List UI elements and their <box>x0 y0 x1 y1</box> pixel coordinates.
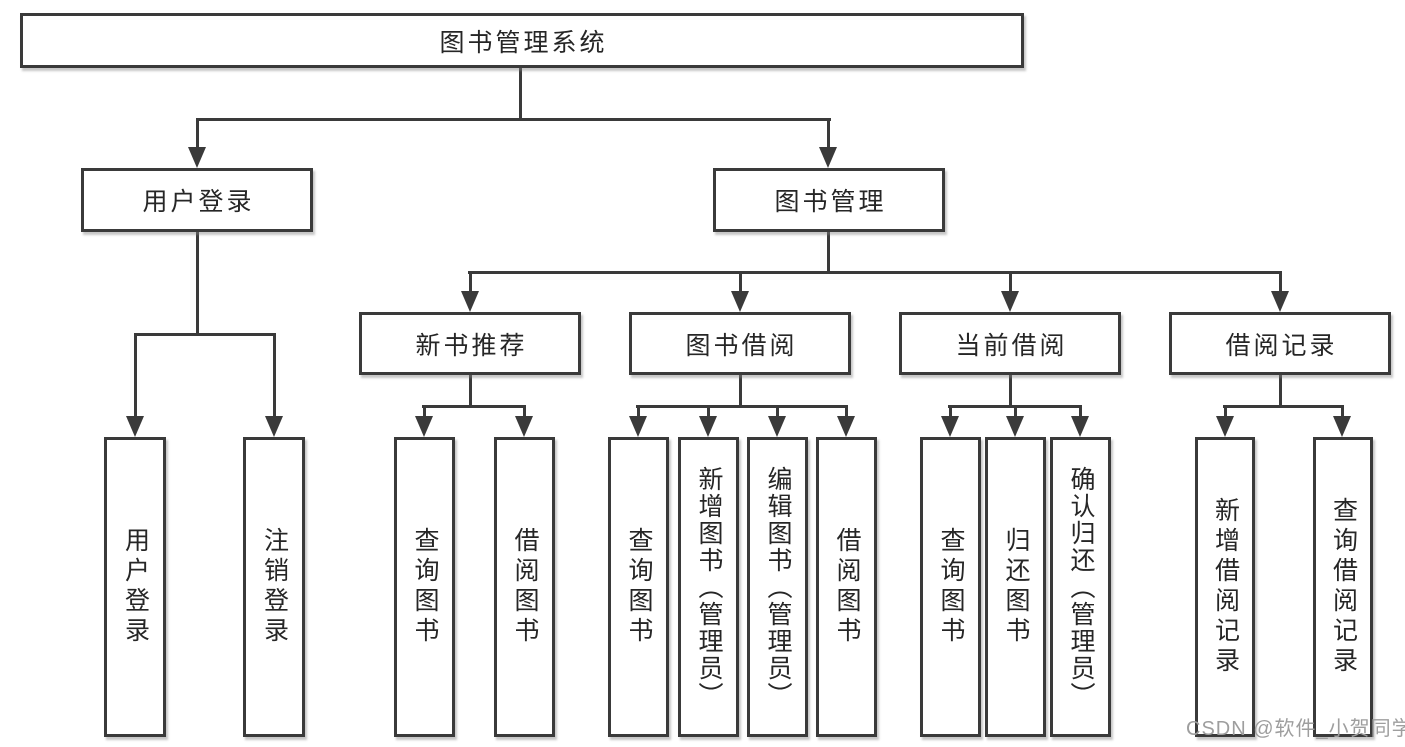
arrow-down-icon <box>731 291 749 312</box>
arrow-down-icon <box>415 416 433 437</box>
node-book-borrow: 图书借阅 <box>629 312 851 375</box>
arrow-down-icon <box>515 416 533 437</box>
node-book-management: 图书管理 <box>713 168 945 232</box>
connector-line <box>134 333 276 336</box>
connector-line <box>1224 405 1227 418</box>
arrow-down-icon <box>768 416 786 437</box>
connector-line <box>468 271 1282 274</box>
connector-line <box>845 405 848 418</box>
node-root: 图书管理系统 <box>20 13 1024 68</box>
leaf-nb-borrow-books: 借阅图书 <box>494 437 555 737</box>
arrow-down-icon <box>188 147 206 168</box>
connector-line <box>1279 375 1282 408</box>
leaf-cb-return-books: 归还图书 <box>985 437 1046 737</box>
connector-line <box>469 271 472 294</box>
connector-line <box>423 405 426 418</box>
leaf-bb-add-books: 新增图书（管理员） <box>678 437 739 737</box>
connector-line <box>1009 271 1012 294</box>
leaf-user-login: 用户登录 <box>104 437 166 737</box>
leaf-nb-query-books: 查询图书 <box>394 437 455 737</box>
connector-line <box>519 68 522 121</box>
connector-line <box>1341 405 1344 418</box>
connector-line <box>1009 375 1012 408</box>
arrow-down-icon <box>1001 291 1019 312</box>
arrow-down-icon <box>1333 416 1351 437</box>
arrow-down-icon <box>941 416 959 437</box>
leaf-br-add-record: 新增借阅记录 <box>1195 437 1255 737</box>
connector-line <box>523 405 526 418</box>
arrow-down-icon <box>126 416 144 437</box>
arrow-down-icon <box>699 416 717 437</box>
leaf-bb-borrow-books: 借阅图书 <box>816 437 877 737</box>
node-user-login: 用户登录 <box>81 168 313 232</box>
connector-line <box>949 405 952 418</box>
connector-line <box>196 232 199 336</box>
node-current-borrow: 当前借阅 <box>899 312 1121 375</box>
arrow-down-icon <box>629 416 647 437</box>
arrow-down-icon <box>837 416 855 437</box>
connector-line <box>1279 271 1282 294</box>
connector-line <box>196 118 831 121</box>
node-borrow-records: 借阅记录 <box>1169 312 1391 375</box>
connector-line <box>707 405 710 418</box>
arrow-down-icon <box>1271 291 1289 312</box>
arrow-down-icon <box>819 147 837 168</box>
watermark: CSDN @软件_小贺同学 <box>1186 718 1405 740</box>
arrow-down-icon <box>1006 416 1024 437</box>
leaf-cb-confirm-return: 确认归还（管理员） <box>1050 437 1111 737</box>
arrow-down-icon <box>1216 416 1234 437</box>
connector-line <box>1079 405 1082 418</box>
connector-line <box>776 405 779 418</box>
connector-line <box>827 118 830 150</box>
arrow-down-icon <box>265 416 283 437</box>
connector-line <box>1014 405 1017 418</box>
leaf-bb-query-books: 查询图书 <box>608 437 669 737</box>
connector-line <box>739 271 742 294</box>
connector-line <box>739 375 742 408</box>
connector-line <box>422 405 526 408</box>
arrow-down-icon <box>1071 416 1089 437</box>
connector-line <box>827 232 830 274</box>
arrow-down-icon <box>461 291 479 312</box>
connector-line <box>636 405 848 408</box>
leaf-bb-edit-books: 编辑图书（管理员） <box>747 437 808 737</box>
connector-line <box>1223 405 1344 408</box>
leaf-logout: 注销登录 <box>243 437 305 737</box>
connector-line <box>134 333 137 419</box>
leaf-cb-query-books: 查询图书 <box>920 437 981 737</box>
node-new-book-recommend: 新书推荐 <box>359 312 581 375</box>
connector-line <box>196 118 199 150</box>
leaf-br-query-record: 查询借阅记录 <box>1313 437 1373 737</box>
connector-line <box>273 333 276 419</box>
connector-line <box>469 375 472 408</box>
connector-line <box>637 405 640 418</box>
